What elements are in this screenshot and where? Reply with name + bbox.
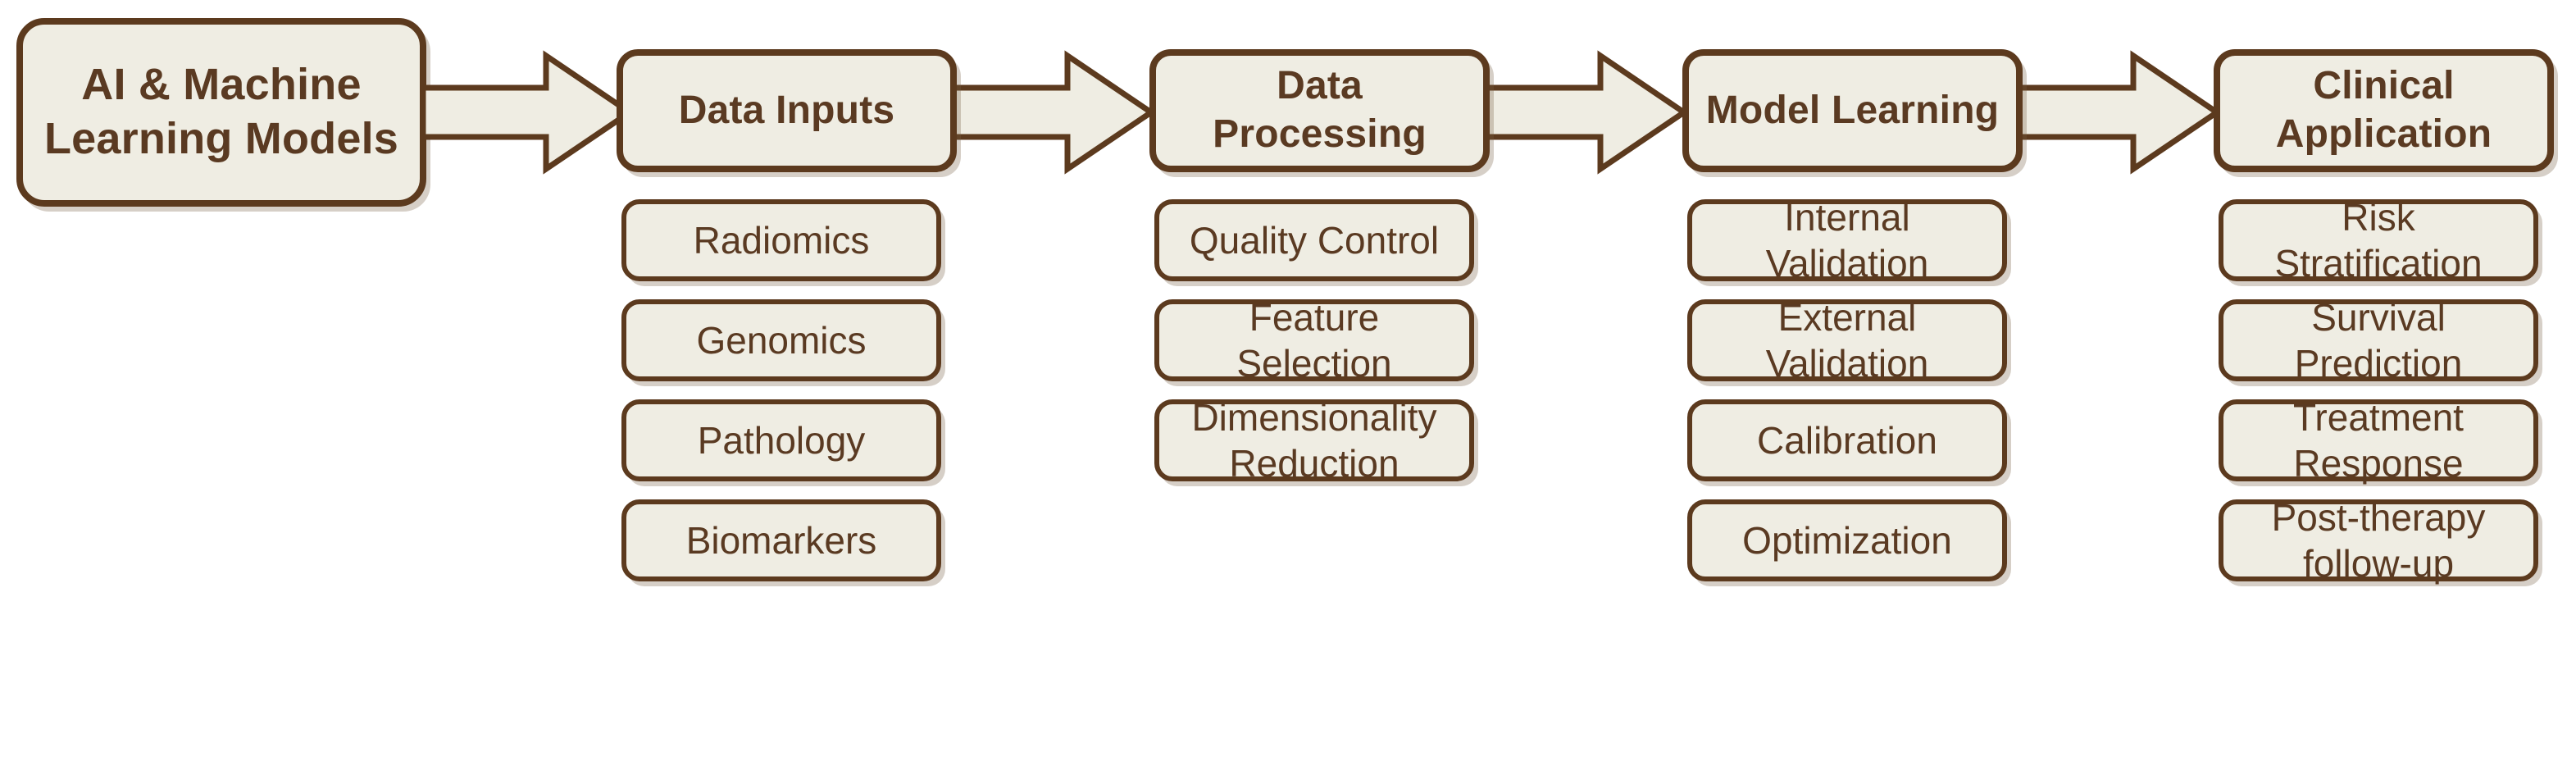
arrow-model-learning-to-clinical-application <box>2007 50 2223 175</box>
stage-header-label: Data Inputs <box>678 88 895 132</box>
stage-item-pathology[interactable]: Pathology <box>621 399 941 481</box>
stage-item-calibration[interactable]: Calibration <box>1687 399 2007 481</box>
stage-header-clinical-application[interactable]: Clinical Application <box>2214 49 2554 172</box>
arrow-data-processing-to-model-learning <box>1474 50 1691 175</box>
stage-item-biomarkers[interactable]: Biomarkers <box>621 499 941 581</box>
stage-item-genomics[interactable]: Genomics <box>621 299 941 381</box>
stage-header-data-inputs[interactable]: Data Inputs <box>617 49 957 172</box>
stage-item-label: Optimization <box>1742 518 1952 562</box>
stage-item-label: Genomics <box>696 318 867 362</box>
stage-item-label: Biomarkers <box>685 518 877 562</box>
stage-item-label: Radiomics <box>693 218 870 262</box>
stage-item-label: Pathology <box>697 418 866 462</box>
stage-item-label: Calibration <box>1757 418 1937 462</box>
stage-item-optimization[interactable]: Optimization <box>1687 499 2007 581</box>
stage-header-label: Model Learning <box>1705 88 2000 132</box>
stage-item-radiomics[interactable]: Radiomics <box>621 199 941 281</box>
arrow-root-to-data-inputs <box>420 50 636 175</box>
stage-header-label: Clinical Application <box>2275 64 2492 156</box>
stage-header-model-learning[interactable]: Model Learning <box>1682 49 2023 172</box>
stage-header-label: Data Processing <box>1213 64 1427 156</box>
stage-header-data-processing[interactable]: Data Processing <box>1149 49 1490 172</box>
stage-item-quality-control[interactable]: Quality Control <box>1154 199 1474 281</box>
arrow-data-inputs-to-data-processing <box>941 50 1158 175</box>
stage-item-label: Quality Control <box>1189 218 1440 262</box>
